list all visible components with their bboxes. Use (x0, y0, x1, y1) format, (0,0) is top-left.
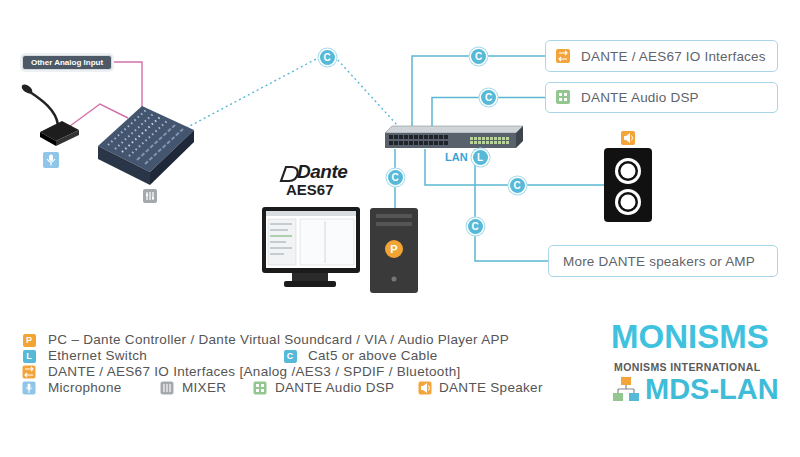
microphone-icon (23, 382, 36, 395)
io-icon (23, 366, 36, 379)
legend-badge: C (284, 350, 297, 363)
ethernet-switch: LAN (385, 126, 523, 149)
device-box: More DANTE speakers or AMP (548, 245, 778, 277)
dsp-icon (254, 382, 267, 395)
cable-badge: C (471, 49, 486, 64)
legend-badge: L (23, 350, 36, 363)
speaker-icon (621, 131, 635, 145)
cable-badge: C (510, 178, 525, 193)
analog-wire (112, 62, 142, 114)
node-text: DANTE / AES67 IO Interfaces (581, 49, 766, 64)
dsp-icon (556, 90, 570, 104)
cable-connector (475, 149, 548, 261)
cable-badge: C (481, 90, 496, 105)
pc-badge: P (385, 240, 403, 258)
mixer-icon (143, 189, 157, 203)
dotted-cable (186, 58, 398, 128)
speaker-icon (419, 382, 432, 395)
node-text: Other Analog Input (31, 58, 103, 67)
legend-text: DANTE Speaker (439, 380, 543, 396)
logo-text: Dante (297, 161, 347, 183)
network-logo-icon (613, 377, 639, 401)
brand-subtitle: MONISMS INTERNATIONAL (614, 361, 760, 373)
switch-badge: L (473, 150, 488, 165)
cable-badge: C (320, 50, 335, 65)
analog-wire (70, 104, 128, 126)
microphone-illustration (20, 83, 79, 146)
microphone-icon (43, 152, 59, 168)
cable-connector (412, 56, 545, 126)
input-tag: Other Analog Input (22, 55, 112, 70)
legend-text: MIXER (182, 380, 226, 396)
node-text: More DANTE speakers or AMP (563, 254, 755, 269)
legend-text: Cat5 or above Cable (308, 348, 438, 364)
switch-illustration (385, 126, 523, 148)
node-text: DANTE Audio DSP (581, 90, 699, 105)
dante-logo-symbol (281, 167, 298, 181)
legend-text: Microphone (48, 380, 122, 396)
legend-text: PC – Dante Controller / Dante Virtual So… (48, 332, 509, 348)
legend-text: DANTE / AES67 IO Interfaces [Analog /AES… (48, 364, 461, 380)
mixer-illustration (98, 106, 194, 185)
cable-badge: C (468, 219, 483, 234)
legend-text: DANTE Audio DSP (275, 380, 394, 396)
cable-badge: C (388, 170, 403, 185)
io-icon (556, 49, 570, 63)
logo-text: AES67 (286, 181, 334, 198)
node-text: LAN (445, 151, 468, 163)
device-box: DANTE / AES67 IO Interfaces (545, 40, 778, 72)
mixer-icon (161, 382, 174, 395)
monitor-illustration (262, 207, 360, 287)
brand-name: MONISMS (611, 318, 769, 356)
device-box: DANTE Audio DSP (545, 82, 778, 113)
pc-tower-illustration (370, 208, 418, 293)
legend-text: Ethernet Switch (48, 348, 147, 364)
product-name: MDS-LAN (645, 372, 779, 406)
legend-badge: P (23, 334, 36, 347)
speaker-illustration (604, 148, 652, 222)
